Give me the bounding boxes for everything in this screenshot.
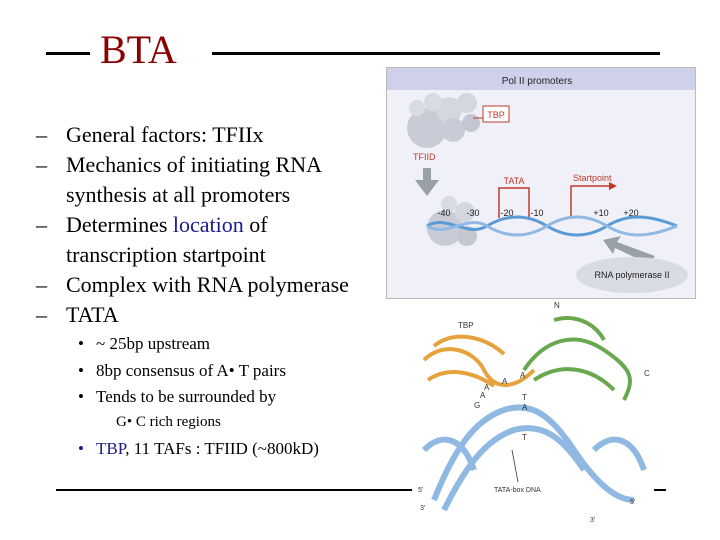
position-label: +10 — [593, 208, 608, 218]
bullet-dash: – — [36, 122, 47, 147]
dna-ribbon — [421, 404, 647, 512]
position-label: -10 — [530, 208, 543, 218]
pol2-promoter-svg: Pol II promoters TBP TFIID TATA — [387, 68, 695, 293]
bullet-dash: – — [36, 212, 47, 237]
down-arrow-icon — [415, 168, 439, 196]
bullet-text-line2: synthesis at all promoters — [66, 182, 291, 207]
bullet-complex: – Complex with RNA polymerase — [36, 270, 349, 300]
sub-bullet-text: ~ 25bp upstream — [96, 334, 211, 353]
up-arrow-icon — [603, 236, 655, 264]
bullet-text-line1: Mechanics of initiating RNA — [66, 152, 323, 177]
bottom-rule-right — [654, 489, 666, 491]
bullet-dash: – — [36, 302, 47, 327]
tfiid-complex-bottom — [427, 196, 477, 246]
base-label: T — [522, 393, 527, 402]
sub-bullet-surrounded: • Tends to be surrounded by — [78, 384, 277, 410]
rna-polymerase-shape — [576, 257, 688, 293]
tata-marker: TATA — [498, 176, 530, 218]
sub-bullet-consensus: • 8bp consensus of A• T pairs — [78, 358, 286, 384]
strand-end-label: 5' — [418, 487, 423, 494]
slide-title: BTA — [100, 27, 177, 72]
bullet-dot: • — [78, 361, 84, 380]
figure-heading: Pol II promoters — [502, 76, 573, 87]
pol2-promoter-figure: Pol II promoters TBP TFIID TATA — [386, 67, 696, 299]
sub-bullet-text: , 11 TAFs : TFIID (~800kD) — [125, 439, 319, 458]
tfiid-complex-top — [407, 93, 480, 148]
tata-pointer-line — [511, 449, 519, 483]
base-label: A — [480, 391, 486, 400]
base-label: T — [522, 433, 527, 442]
tbp-highlight: TBP — [96, 439, 126, 458]
dna-helix — [426, 215, 678, 237]
sub-bullet-tbp: • TBP, 11 TAFs : TFIID (~800kD) — [78, 436, 319, 462]
bullet-mechanics: – Mechanics of initiating RNA synthesis … — [36, 150, 323, 210]
base-label: A — [502, 377, 508, 386]
base-label: A — [520, 371, 526, 380]
protein-green-ribbon — [522, 316, 632, 401]
base-label: A — [522, 403, 528, 412]
tata-dna-label: TATA-box DNA — [494, 487, 541, 494]
tata-label: TATA — [504, 176, 525, 186]
bullet-dash: – — [36, 272, 47, 297]
bullet-post: of — [243, 212, 268, 237]
title-rule-right — [212, 52, 660, 55]
sub-bullet-text: 8bp consensus of A• T pairs — [96, 361, 286, 380]
rna-polymerase-label: RNA polymerase II — [594, 270, 669, 280]
bullet-determines: – Determines location of transcription s… — [36, 210, 268, 270]
tbp-struct-label: TBP — [458, 321, 474, 330]
title-rule-left — [46, 52, 90, 55]
c-terminus-label: C — [644, 369, 650, 378]
bullet-text: Complex with RNA polymerase — [66, 272, 349, 297]
base-label: A — [484, 383, 490, 392]
bullet-text-line1: Determines location of — [66, 210, 268, 240]
strand-end-label: 3' — [420, 505, 425, 512]
sub-bullet-upstream: • ~ 25bp upstream — [78, 331, 211, 357]
bullet-general-factors: – General factors: TFIIx — [36, 120, 264, 150]
position-label: -30 — [466, 208, 479, 218]
tbp-structure-svg: TBP N C A A A G A T A T TATA-box DNA 5' … — [418, 301, 650, 524]
sub-bullet-text: Tends to be surrounded by — [96, 387, 277, 406]
tfiid-label: TFIID — [413, 152, 436, 162]
tbp-arrow: TBP — [473, 105, 510, 123]
tbp-structure-figure: TBP N C A A A G A T A T TATA-box DNA 5' … — [414, 300, 654, 524]
startpoint-label: Startpoint — [573, 173, 612, 183]
heading-bar — [387, 68, 695, 90]
n-terminus-label: N — [554, 301, 560, 310]
bullet-text: TATA — [66, 302, 119, 327]
position-label: +20 — [623, 208, 638, 218]
bottom-rule — [56, 489, 412, 491]
bullet-tata: – TATA — [36, 300, 119, 330]
position-label: -40 — [437, 208, 450, 218]
bullet-dot: • — [78, 387, 84, 406]
base-label: G — [474, 401, 480, 410]
bullet-pre: Determines — [66, 212, 173, 237]
strand-end-label: 5' — [630, 499, 635, 506]
sub-sub-bullet-gc: G• C rich regions — [116, 414, 221, 430]
bullet-text: General factors: TFIIx — [66, 122, 264, 147]
bullet-dash: – — [36, 152, 47, 177]
startpoint-marker: Startpoint — [570, 173, 617, 218]
tbp-label: TBP — [487, 110, 505, 120]
location-highlight: location — [172, 212, 244, 237]
bullet-dot: • — [78, 439, 84, 458]
position-labels: -40 -30 -20 -10 +10 +20 — [437, 208, 638, 218]
protein-orange-ribbon — [422, 334, 536, 388]
position-label: -20 — [500, 208, 513, 218]
bullet-text-line2: transcription startpoint — [66, 242, 266, 267]
bullet-dot: • — [78, 334, 84, 353]
strand-end-label: 3' — [590, 517, 595, 524]
